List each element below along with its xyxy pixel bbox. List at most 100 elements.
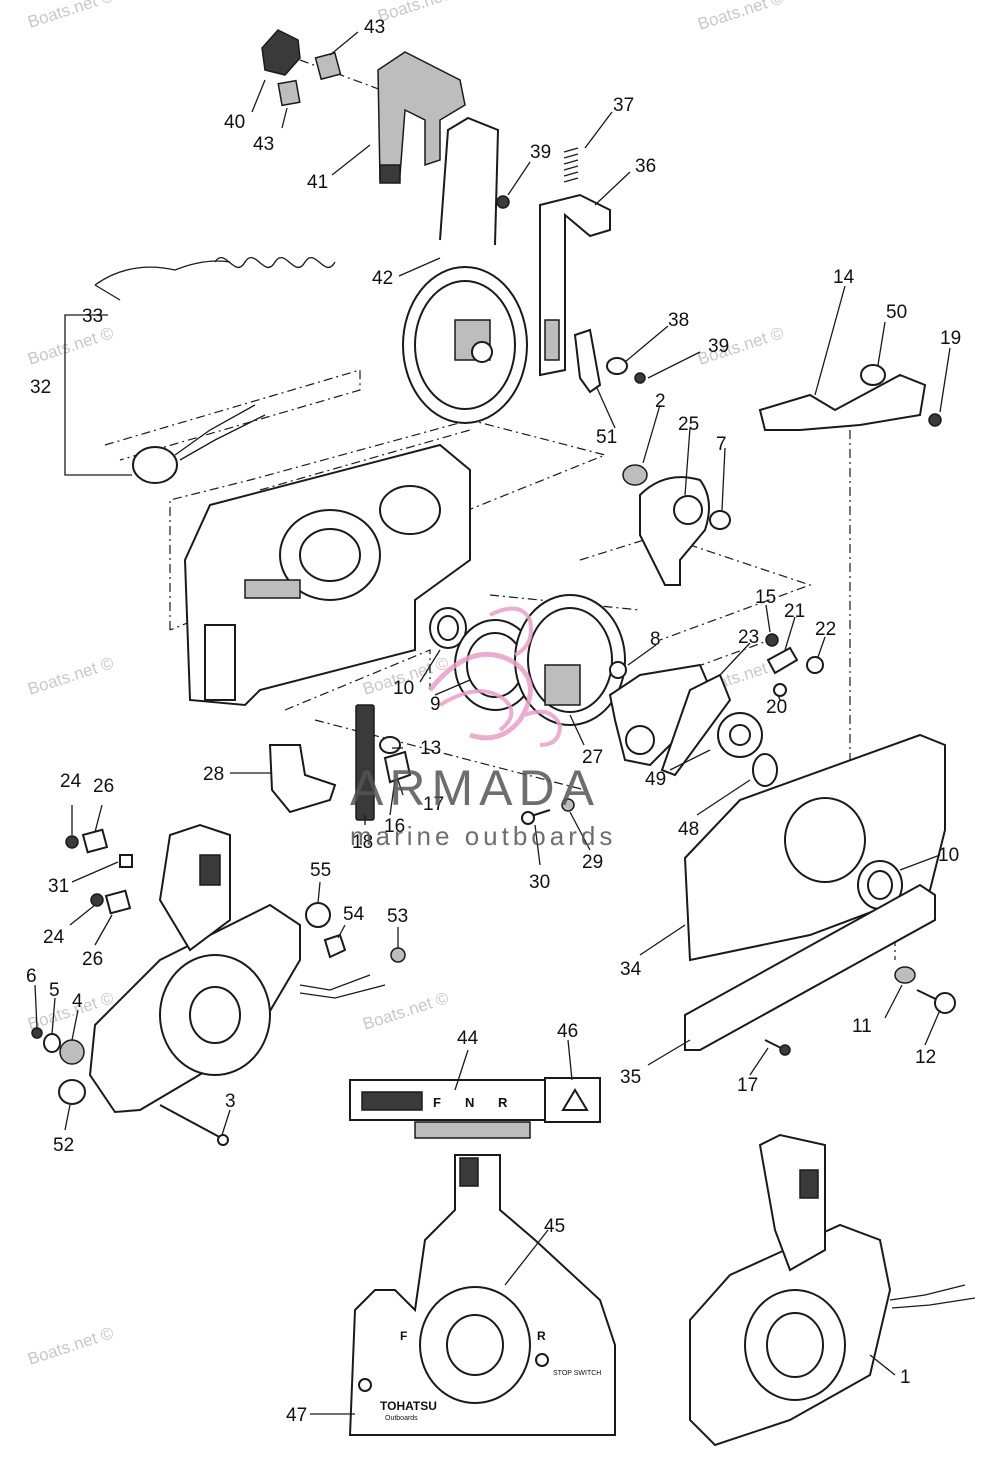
link-51 — [573, 328, 602, 394]
gear-plate-25 — [639, 476, 710, 586]
screw-39-mid — [634, 372, 646, 384]
decal-brand-text: TOHATSU — [380, 1399, 437, 1413]
decal-47: TOHATSU Outboards — [380, 1399, 437, 1422]
remote-perspective-1 — [689, 1133, 976, 1447]
main-housing — [183, 443, 471, 707]
neutral-lever-14 — [758, 373, 927, 431]
bolt-12 — [916, 989, 956, 1014]
spring-22 — [806, 656, 824, 674]
remote-forward-letter: F — [400, 1329, 407, 1343]
plate-reverse-letter: R — [498, 1095, 508, 1110]
plate-9 — [454, 619, 536, 711]
lever-36 — [539, 193, 611, 377]
callout-43: 43 — [253, 134, 274, 155]
callout-34: 34 — [620, 959, 642, 980]
callout-35: 35 — [620, 1067, 641, 1088]
callout-31: 31 — [48, 876, 69, 897]
plate-forward-letter: F — [433, 1095, 441, 1110]
stop-switch-32 — [132, 404, 266, 484]
callout-54: 54 — [343, 904, 365, 925]
nut-6 — [31, 1027, 43, 1039]
callout-15: 15 — [755, 587, 776, 608]
block-26-a — [81, 828, 109, 854]
switch-48 — [717, 712, 763, 758]
callout-7: 7 — [716, 434, 727, 455]
callout-29: 29 — [582, 852, 603, 873]
pad-13 — [379, 736, 401, 754]
callout-51: 51 — [596, 427, 617, 448]
callout-19: 19 — [940, 328, 961, 349]
cam-27 — [514, 594, 626, 726]
callout-32: 32 — [30, 377, 51, 398]
callout-45: 45 — [544, 1216, 565, 1237]
washer-2 — [622, 464, 648, 486]
wires — [299, 974, 386, 999]
washer-11 — [894, 966, 916, 984]
watermark-text: Boats.net © — [695, 0, 786, 34]
clip-40 — [261, 29, 301, 76]
roller-8 — [609, 661, 627, 679]
watermark-text: Boats.net © — [25, 0, 116, 32]
decal-sub-text: Outboards — [385, 1415, 418, 1422]
watermark-text: Boats.net — [375, 0, 449, 26]
callout-22: 22 — [815, 619, 836, 640]
clips-43 — [277, 51, 342, 107]
callout-44: 44 — [457, 1028, 479, 1049]
callout-16: 16 — [384, 816, 405, 837]
callout-50: 50 — [886, 302, 907, 323]
remote-stop-switch-label: STOP SWITCH — [553, 1370, 601, 1377]
bolt-30 — [521, 809, 551, 825]
callout-49: 49 — [645, 769, 666, 790]
bracket-16 — [383, 750, 412, 784]
callout-26: 26 — [93, 776, 114, 797]
watermark-text: Boats.net © — [25, 1323, 116, 1369]
cap-52 — [58, 1079, 86, 1105]
remote-reverse-letter: R — [537, 1329, 546, 1343]
roller-20 — [773, 683, 787, 697]
callout-2: 2 — [655, 391, 666, 412]
callout-47: 47 — [286, 1405, 307, 1426]
clip-31 — [119, 854, 133, 868]
cap-55 — [305, 902, 331, 928]
callout-55: 55 — [310, 860, 331, 881]
callout-25: 25 — [678, 414, 699, 435]
nut-53 — [390, 947, 406, 963]
part-number-callouts: 43 40 43 41 42 37 36 39 38 39 51 14 50 1… — [26, 17, 961, 1426]
control-arm-42 — [402, 116, 528, 424]
brand-name: ARMADA — [350, 760, 600, 816]
pin-15 — [765, 633, 779, 647]
block-26-b — [104, 889, 132, 915]
bushing-10-right — [857, 860, 903, 910]
plate-neutral-letter: N — [465, 1095, 474, 1110]
callout-8: 8 — [650, 629, 661, 650]
callout-10: 10 — [393, 678, 414, 699]
callout-9: 9 — [430, 694, 441, 715]
callout-13: 13 — [420, 738, 441, 759]
callout-46: 46 — [557, 1021, 578, 1042]
callout-6: 6 — [26, 966, 37, 987]
detent-plate-23 — [608, 663, 732, 777]
strip-35 — [684, 883, 936, 1051]
warning-label-46 — [544, 1077, 601, 1123]
callout-52: 52 — [53, 1135, 74, 1156]
ring-50 — [860, 364, 886, 386]
armada-logo-mark — [428, 606, 563, 747]
callout-5: 5 — [49, 980, 60, 1001]
watermark-text: Boats.net © — [25, 323, 116, 369]
callout-20: 20 — [766, 697, 787, 718]
watermark-text: Boats.net © — [360, 988, 451, 1034]
callout-38: 38 — [668, 310, 689, 331]
callout-3: 3 — [225, 1091, 236, 1112]
callout-21: 21 — [784, 601, 805, 622]
callout-39: 39 — [530, 142, 551, 163]
callout-17: 17 — [737, 1075, 758, 1096]
callout-24: 24 — [60, 771, 82, 792]
callout-42: 42 — [372, 268, 393, 289]
screw-17-right — [764, 1039, 791, 1056]
callout-1: 1 — [900, 1367, 911, 1388]
callout-17: 17 — [423, 794, 444, 815]
callout-36: 36 — [635, 156, 656, 177]
callout-11: 11 — [852, 1016, 872, 1037]
